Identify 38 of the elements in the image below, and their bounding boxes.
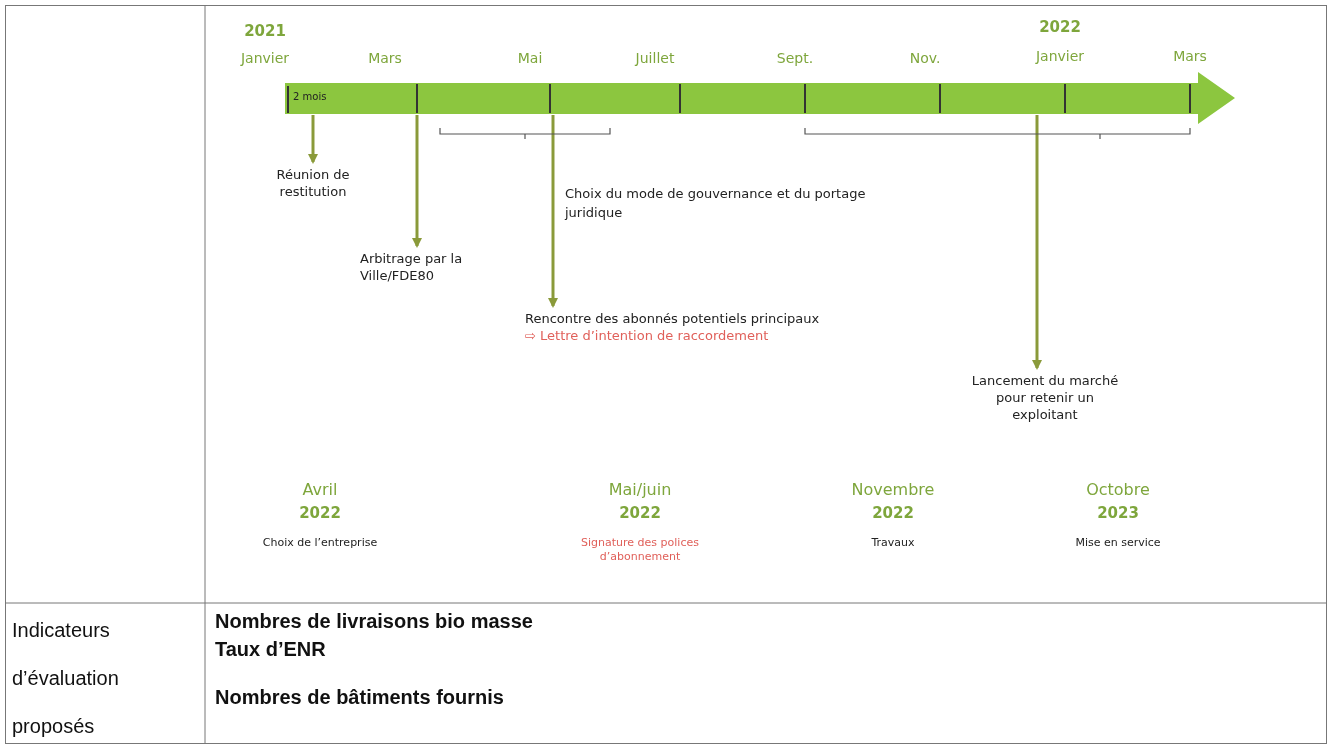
table-cell-text: Indicateurs d’évaluation proposés: [12, 618, 120, 739]
month-label: Janvier: [239, 50, 291, 66]
phase-label: Choix du mode de gouvernance et du portage juridique: [565, 185, 867, 222]
arrow: [308, 115, 318, 164]
event-label: Rencontre des abonnés potentiels principaux: [525, 310, 821, 327]
month-label: Mars: [1172, 48, 1208, 64]
year-label: 2022: [618, 504, 662, 522]
duration-label: 2 mois: [293, 91, 328, 102]
month-label: Mars: [367, 50, 403, 66]
month-label: Nov.: [908, 50, 942, 66]
milestone-label: Signature des polices d’abonnement: [580, 536, 700, 564]
timeline-arrow: [285, 72, 1235, 124]
milestone-label: Choix de l’entreprise: [261, 536, 379, 550]
indicator-text: Nombres de livraisons bio masse: [215, 609, 534, 634]
milestone-label: Travaux: [870, 536, 916, 550]
month-label: Janvier: [1034, 48, 1086, 64]
event-label: Réunion de restitution: [275, 166, 351, 200]
indicator-text: Nombres de bâtiments fournis: [215, 685, 505, 710]
month-label: Sept.: [775, 50, 815, 66]
year-label: 2022: [1038, 18, 1082, 36]
year-label: 2022: [871, 504, 915, 522]
event-label: Arbitrage par la Ville/FDE80: [360, 250, 464, 284]
arrow: [412, 115, 422, 248]
year-label: 2022: [298, 504, 342, 522]
indicator-text: Taux d’ENR: [215, 637, 327, 662]
month-label: Mai/juin: [607, 480, 673, 499]
month-label: Avril: [301, 480, 339, 499]
year-label: 2023: [1096, 504, 1140, 522]
month-label: Mai: [516, 50, 544, 66]
note-text: ⇨ Lettre d’intention de raccordement: [525, 327, 770, 344]
month-label: Octobre: [1085, 480, 1151, 499]
arrow: [1032, 115, 1042, 370]
arrow: [548, 115, 558, 308]
event-label: Lancement du marché pour retenir un exploitant: [970, 372, 1120, 423]
milestone-label: Mise en service: [1074, 536, 1162, 550]
year-label: 2021: [243, 22, 287, 40]
month-label: Juillet: [633, 50, 676, 66]
month-label: Novembre: [850, 480, 936, 499]
